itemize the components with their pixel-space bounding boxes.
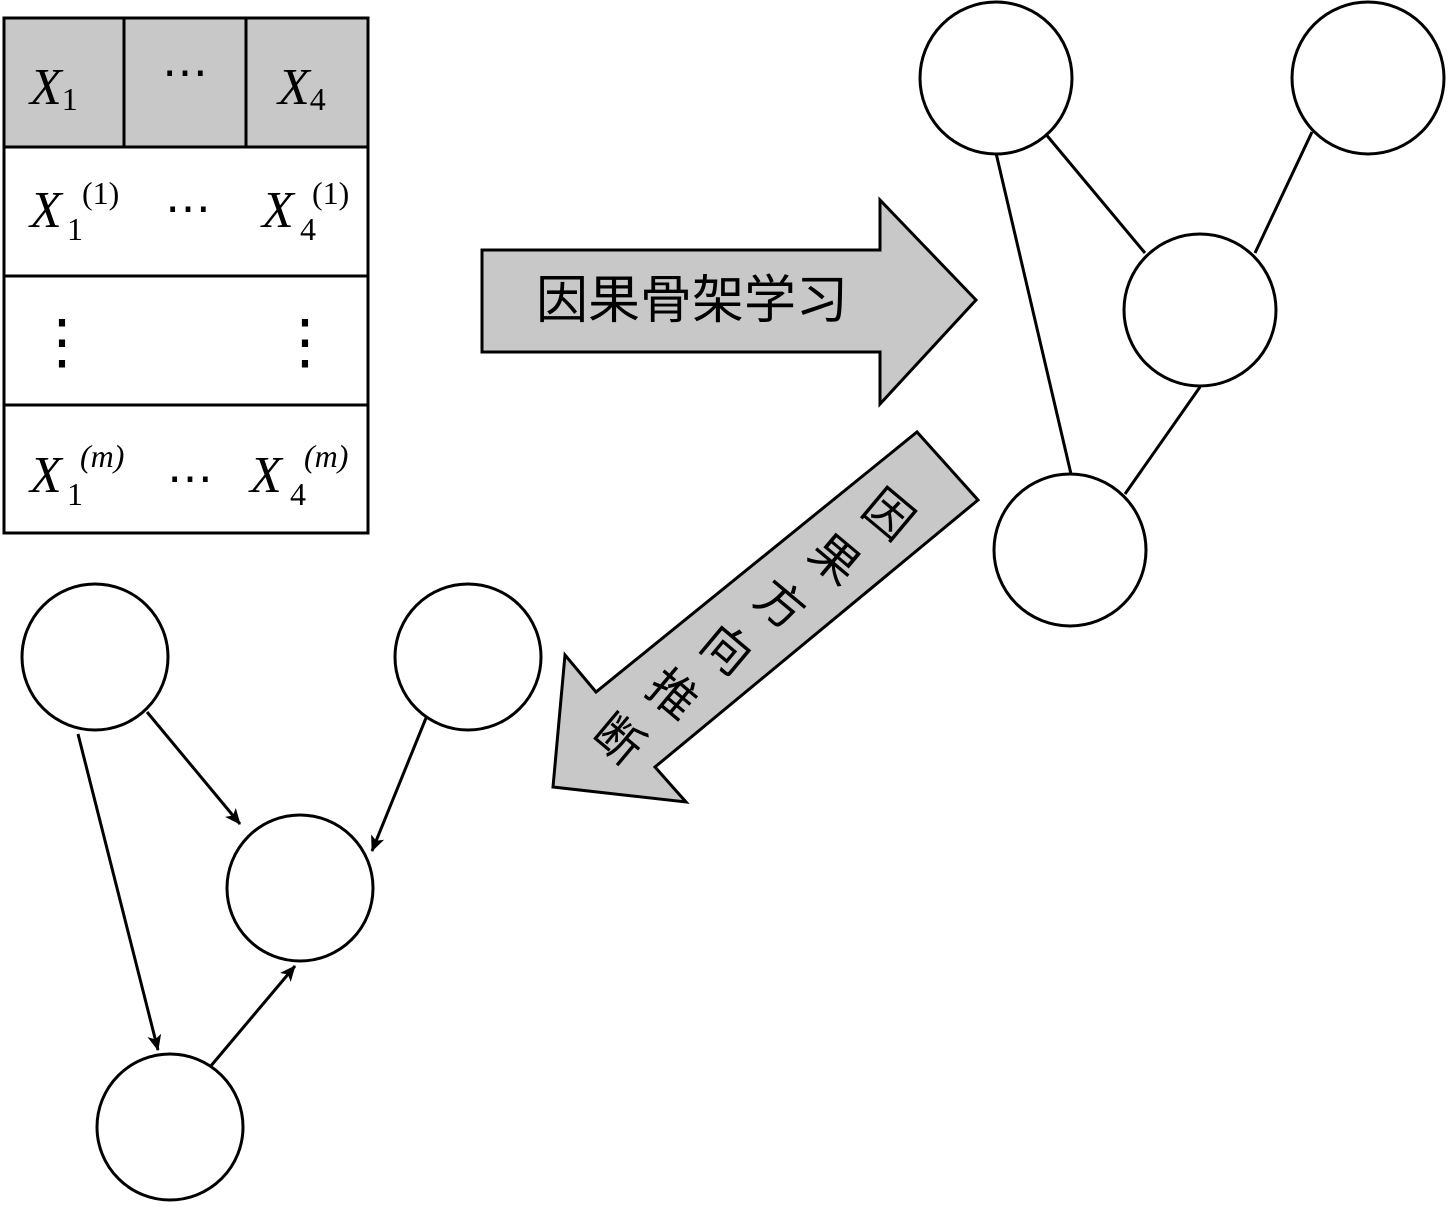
row2-vdots-last: ⋮ (275, 309, 335, 375)
row1-ellipsis: ⋯ (165, 183, 211, 234)
header-ellipsis: ⋯ (162, 47, 208, 98)
row1-sub-first: 1 (67, 211, 83, 247)
row3-sup-last: (m) (304, 438, 348, 474)
row1-sup-last: (1) (312, 175, 349, 211)
header-var-last: X4 (276, 59, 326, 117)
row1-var-first: X (28, 182, 64, 239)
skeleton-edge (1253, 131, 1314, 254)
skeleton-node-middle (1122, 232, 1278, 388)
skeleton-node-top-right (1290, 0, 1446, 156)
skeleton-edge (1042, 131, 1147, 254)
header-var-first: X1 (28, 59, 78, 117)
skeleton-node-bottom (992, 472, 1148, 628)
dag-node-top-right (393, 582, 543, 732)
row3-sup-first: (m) (80, 438, 124, 474)
dag-edge (208, 965, 297, 1068)
row1-sup-first: (1) (82, 175, 119, 211)
dag-node-middle (225, 813, 375, 963)
dag-edge (145, 711, 242, 825)
dag-node-top-left (20, 582, 170, 732)
dag-graph (20, 582, 543, 1202)
row2-vdots-first: ⋮ (32, 309, 92, 375)
skeleton-edge (994, 152, 1073, 475)
row3-var-last: X (248, 447, 284, 504)
row1-sub-last: 4 (300, 211, 316, 247)
data-table: X1 ⋯ X4 X 1 (1) ⋯ X 4 (1) ⋮ ⋮ X 1 (m) ⋯ … (2, 16, 370, 535)
row3-sub-last: 4 (290, 476, 306, 512)
skeleton-learning-arrow-shape (480, 196, 979, 408)
row3-sub-first: 1 (67, 476, 83, 512)
row1-var-last: X (260, 182, 296, 239)
dag-edge (76, 733, 162, 1051)
skeleton-node-top-left (918, 0, 1074, 156)
row3-var-first: X (28, 447, 64, 504)
row3-ellipsis: ⋯ (167, 453, 213, 504)
direction-inference-arrow-shape (551, 429, 981, 804)
skeleton-graph (918, 0, 1446, 628)
skeleton-learning-label: 因果骨架学习 (536, 271, 848, 331)
dag-edge (370, 717, 428, 852)
dag-node-bottom (95, 1052, 245, 1202)
skeleton-edge (1123, 386, 1202, 495)
table-header-row (4, 18, 368, 146)
skeleton-learning-arrow: 因果骨架学习 (480, 196, 979, 408)
